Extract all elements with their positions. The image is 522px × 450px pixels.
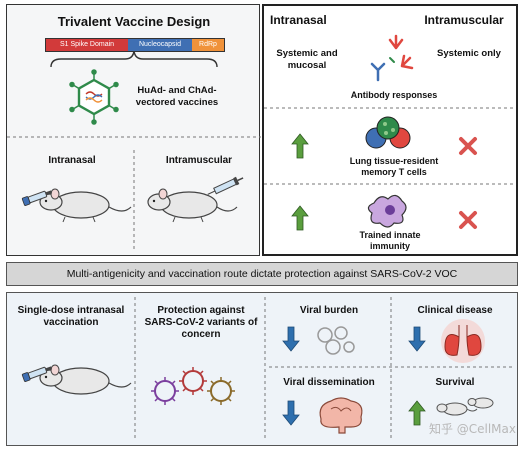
outcomes-graphics [21, 297, 515, 441]
brace [50, 50, 218, 68]
brain-icon [319, 397, 363, 434]
route-comparison-panel: Intranasal Intramuscular Systemic and mu… [262, 4, 518, 256]
segment-nucleocapsid: Nucleocapsid [128, 39, 192, 51]
mouse-single-dose-icon [39, 364, 132, 395]
survival-label: Survival [435, 377, 475, 388]
single-dose-label: Single-dose intranasal vaccination [17, 305, 125, 328]
viral-dissemination-label: Viral dissemination [283, 377, 375, 388]
clinical-disease-label: Clinical disease [417, 305, 493, 316]
route-intranasal-label: Intranasal [48, 155, 96, 166]
trm-label: Lung tissue-resident memory T cells [349, 156, 439, 177]
pipette-intranasal-icon [21, 190, 53, 206]
mouse-intramuscular-icon [147, 188, 238, 223]
watermark: 知乎 @CellMax [428, 422, 516, 436]
virus-variant-icon [151, 377, 179, 405]
design-title: Trivalent Vaccine Design [57, 14, 211, 29]
segment-rdrp: RdRp [192, 39, 224, 51]
down-arrow-icon [282, 400, 300, 426]
innate-label: Trained innate immunity [359, 230, 421, 251]
route-intramuscular-label: Intramuscular [165, 155, 233, 166]
mouse-survival-icon [436, 402, 478, 416]
virus-cluster-icon [317, 326, 355, 355]
segment-s1: S1 Spike Domain [46, 39, 128, 51]
intramuscular-effect: Systemic only [437, 48, 501, 59]
up-arrow-icon [291, 205, 309, 231]
col-intranasal-label: Intranasal [270, 13, 327, 27]
antibody-label: Antibody responses [350, 90, 438, 100]
adenovirus-icon [69, 69, 119, 125]
up-arrow-icon [291, 133, 309, 159]
antibody-icon [370, 34, 414, 82]
t-cells-icon [365, 116, 411, 149]
down-arrow-icon [408, 326, 426, 352]
vaccine-design-panel: Trivalent Vaccine Design S1 Spike Domain… [6, 4, 261, 256]
virus-variant-icon [207, 377, 235, 405]
mouse-survival-icon [467, 397, 494, 409]
mouse-intranasal-icon [39, 188, 132, 223]
pipette-single-dose-icon [21, 366, 53, 382]
comparison-graphics [264, 34, 516, 231]
design-graphics [7, 50, 261, 250]
protection-label: Protection against SARS-CoV-2 variants o… [144, 305, 258, 340]
intranasal-effect: Systemic and mucosal [276, 48, 338, 71]
lungs-icon [441, 319, 485, 363]
banner-text: Multi-antigenicity and vaccination route… [66, 268, 458, 280]
antigen-construct: S1 Spike Domain Nucleocapsid RdRp [45, 38, 225, 52]
viral-burden-label: Viral burden [299, 305, 359, 316]
up-arrow-icon [408, 400, 426, 426]
syringe-intramuscular-icon [207, 176, 244, 195]
col-intramuscular-label: Intramuscular [424, 13, 504, 27]
macrophage-icon [367, 194, 407, 228]
cross-icon [459, 211, 477, 229]
conclusion-banner: Multi-antigenicity and vaccination route… [6, 262, 518, 286]
down-arrow-icon [282, 326, 300, 352]
outcomes-panel: Single-dose intranasal vaccination Prote… [6, 292, 518, 446]
vector-label: HuAd- and ChAd-vectored vaccines [135, 85, 219, 108]
virus-variant-icon [179, 367, 207, 395]
cross-icon [459, 137, 477, 155]
